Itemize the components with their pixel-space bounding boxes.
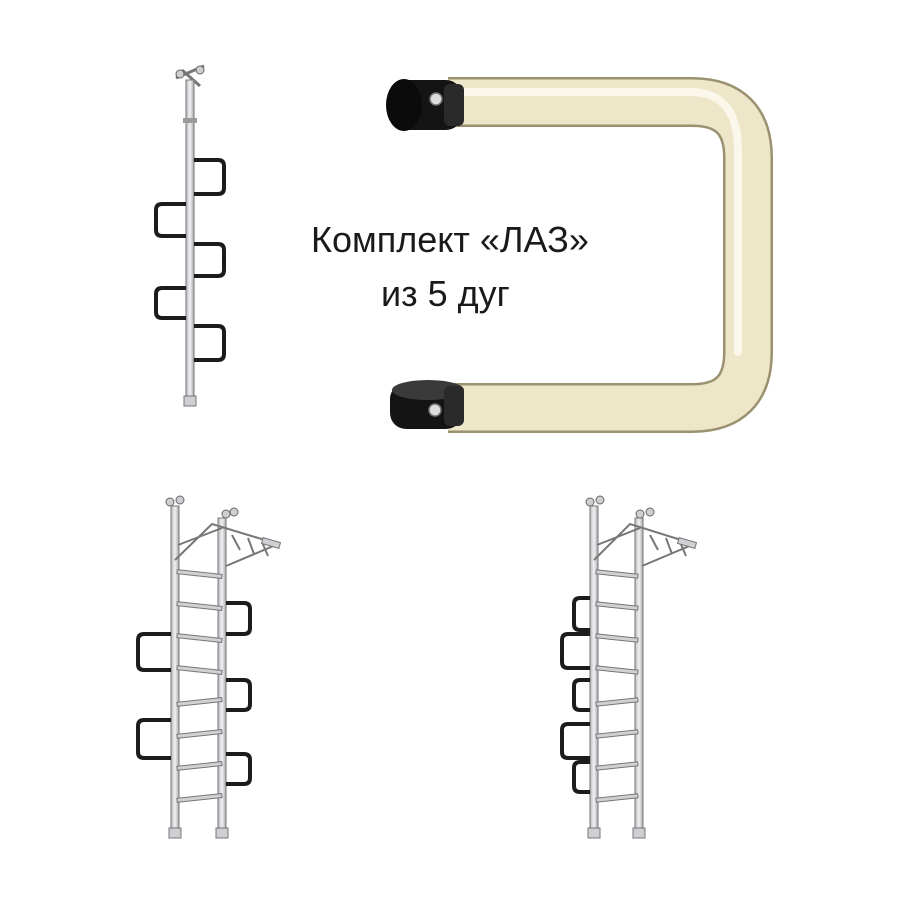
small-arc bbox=[136, 718, 171, 760]
small-arc bbox=[560, 722, 590, 760]
pole-with-arcs-illustration bbox=[154, 64, 226, 407]
pole bbox=[185, 79, 195, 399]
bolt-icon bbox=[429, 92, 443, 106]
pole bbox=[217, 517, 227, 833]
small-arc bbox=[572, 596, 590, 632]
arc-tube bbox=[448, 79, 771, 431]
small-arc bbox=[154, 286, 186, 320]
caption-line-1: Комплект «ЛАЗ» bbox=[311, 219, 589, 260]
arc-tube-highlight bbox=[446, 88, 742, 356]
caption-line-2: из 5 дуг bbox=[381, 273, 510, 314]
small-arc bbox=[194, 242, 226, 278]
big-arc-illustration bbox=[386, 77, 773, 433]
wall-bars-right-illustration bbox=[560, 495, 698, 839]
small-arc bbox=[194, 158, 226, 196]
small-arc bbox=[572, 678, 590, 712]
small-arc bbox=[194, 324, 226, 362]
bolt-icon bbox=[428, 403, 442, 417]
top-clamp bbox=[386, 79, 464, 131]
bottom-clamp bbox=[390, 380, 464, 429]
small-arc bbox=[572, 760, 590, 794]
wall-bars-left-illustration bbox=[136, 495, 282, 839]
small-arc bbox=[136, 632, 171, 672]
small-arc bbox=[226, 752, 252, 786]
small-arc bbox=[560, 632, 590, 670]
small-arc bbox=[226, 678, 252, 712]
small-arc bbox=[226, 601, 252, 636]
small-arc bbox=[154, 202, 186, 238]
